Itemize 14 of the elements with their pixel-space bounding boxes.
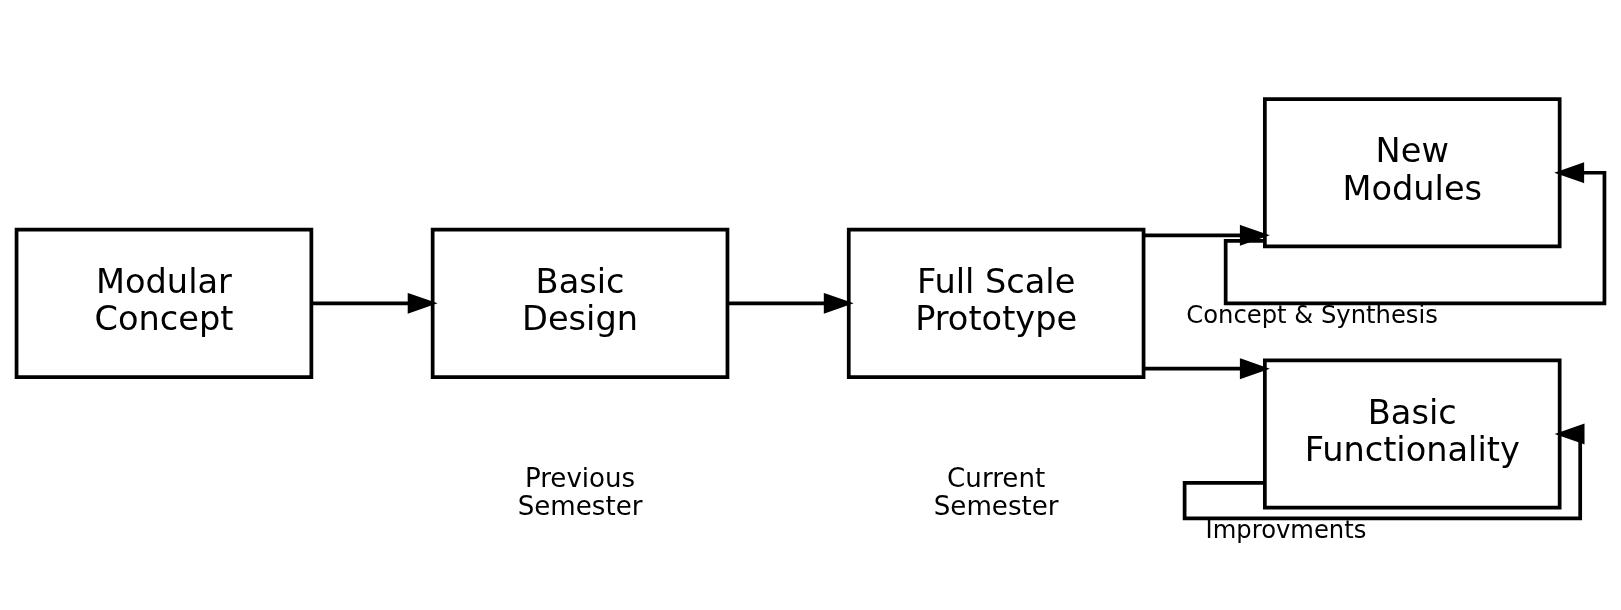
arrow	[1144, 358, 1270, 380]
edge-label: Improvments	[1205, 514, 1367, 544]
arrow	[311, 292, 438, 314]
node-box: Basic Functionality	[1263, 358, 1562, 510]
label: Current Semester	[933, 462, 1059, 521]
node-box: Modular Concept	[14, 227, 314, 379]
node-box: Full Scale Prototype	[846, 227, 1146, 379]
edge-label: Concept & Synthesis	[1186, 299, 1438, 329]
node-box: Basic Design	[430, 227, 730, 379]
arrow	[1182, 423, 1585, 521]
node-box: New Modules	[1263, 97, 1562, 249]
arrow	[1223, 162, 1607, 306]
arrow	[727, 292, 854, 314]
label: Previous Semester	[517, 462, 643, 521]
